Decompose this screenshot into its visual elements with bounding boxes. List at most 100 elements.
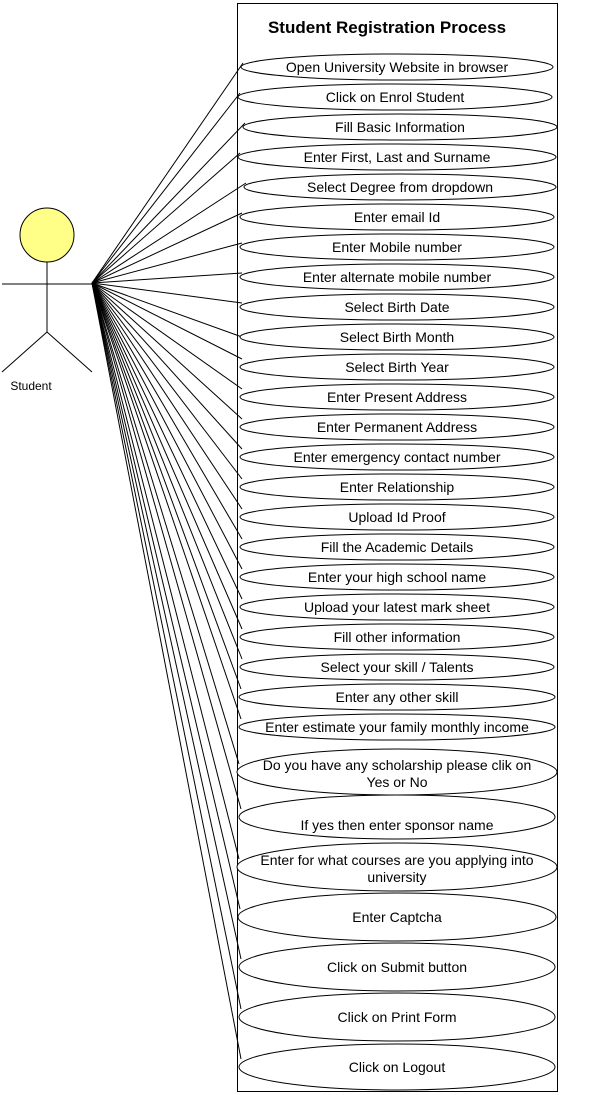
use-case-ellipse: [237, 892, 557, 942]
use-case-label: Do you have any scholarship please clik …: [263, 757, 532, 773]
use-case-label: Enter your high school name: [308, 569, 486, 585]
use-case-ellipse: [239, 323, 555, 351]
use-case-ellipse: [240, 53, 554, 81]
use-case-label: Select Birth Date: [344, 299, 449, 315]
use-case-label: Enter Captcha: [352, 909, 442, 925]
use-case-ellipse: [238, 683, 556, 711]
use-case: Upload Id Proof: [239, 503, 555, 531]
association-lines: [91, 62, 247, 1060]
association-line: [91, 282, 243, 540]
use-case: Click on Print Form: [238, 992, 556, 1042]
association-line: [91, 282, 242, 810]
association-line: [91, 282, 242, 690]
use-case: Enter any other skill: [238, 683, 556, 711]
use-case-label: Enter alternate mobile number: [303, 269, 492, 285]
use-case-label: Select Degree from dropdown: [307, 179, 493, 195]
use-case: Select Birth Date: [239, 293, 555, 321]
use-case-label: Enter Relationship: [340, 479, 455, 495]
use-case: Enter Present Address: [239, 383, 555, 411]
use-case-ellipse: [238, 713, 556, 741]
use-case-ellipse: [239, 473, 555, 501]
use-case-label: Click on Print Form: [337, 1009, 456, 1025]
use-case-ellipse: [239, 533, 555, 561]
use-case-ellipse: [239, 233, 555, 261]
use-case-label: Upload Id Proof: [348, 509, 445, 525]
use-case: Select Degree from dropdown: [243, 173, 557, 201]
use-cases: Open University Website in browserClick …: [236, 53, 558, 1091]
use-case-label: Fill Basic Information: [335, 119, 465, 135]
actor-label: Student: [10, 379, 52, 393]
use-case-ellipse: [238, 794, 556, 840]
use-case: Do you have any scholarship please clik …: [236, 748, 558, 796]
use-case-ellipse: [239, 383, 555, 411]
association-line: [91, 212, 243, 284]
use-case: Enter alternate mobile number: [239, 263, 555, 291]
use-case-ellipse: [239, 503, 555, 531]
association-line: [91, 242, 243, 284]
use-case: Enter for what courses are you applying …: [236, 842, 558, 892]
use-case-label: Enter for what courses are you applying …: [260, 852, 533, 868]
association-line: [91, 62, 244, 284]
association-line: [91, 272, 243, 284]
use-case: If yes then enter sponsor name: [238, 794, 556, 840]
use-case-label: Click on Logout: [349, 1059, 446, 1075]
use-case-label: Enter Present Address: [327, 389, 467, 405]
use-case: Click on Submit button: [238, 942, 556, 992]
association-line: [91, 282, 242, 720]
use-case-label: Enter First, Last and Surname: [304, 149, 491, 165]
use-case: Select your skill / Talents: [239, 653, 555, 681]
use-case: Enter Permanent Address: [239, 413, 555, 441]
use-case-ellipse: [242, 113, 558, 141]
use-case: Fill other information: [239, 623, 555, 651]
actor-left-leg: [1, 331, 48, 373]
use-case: Enter emergency contact number: [239, 443, 555, 471]
use-case: Fill the Academic Details: [239, 533, 555, 561]
association-line: [91, 282, 240, 765]
actor-student: Student: [1, 207, 93, 393]
actor-head: [19, 207, 75, 263]
use-case: Click on Logout: [238, 1043, 556, 1091]
use-case: Open University Website in browser: [240, 53, 554, 81]
use-case-label: Enter estimate your family monthly incom…: [265, 719, 529, 735]
use-case-label: Enter emergency contact number: [294, 449, 501, 465]
association-line: [91, 282, 243, 600]
use-case-label: Enter Mobile number: [332, 239, 462, 255]
association-line: [91, 282, 243, 480]
use-case-ellipse: [239, 653, 555, 681]
use-case-ellipse: [237, 143, 557, 171]
use-case: Enter estimate your family monthly incom…: [238, 713, 556, 741]
use-case-label: Select your skill / Talents: [320, 659, 473, 675]
use-case-ellipse: [239, 293, 555, 321]
use-case-label: Enter Permanent Address: [317, 419, 477, 435]
use-case-label: university: [367, 869, 426, 885]
use-case-ellipse: [239, 593, 555, 621]
diagram-title: Student Registration Process: [268, 18, 506, 37]
use-case: Upload your latest mark sheet: [239, 593, 555, 621]
use-case-label: Click on Enrol Student: [326, 89, 465, 105]
use-case-label: If yes then enter sponsor name: [301, 817, 494, 833]
use-case-label: Select Birth Year: [345, 359, 449, 375]
association-line: [91, 282, 243, 630]
actor-right-leg: [46, 331, 93, 373]
use-case-label: Enter any other skill: [336, 689, 459, 705]
use-case-ellipse: [239, 413, 555, 441]
association-line: [91, 152, 241, 284]
use-case-ellipse: [238, 1043, 556, 1091]
association-line: [91, 282, 243, 338]
association-line: [91, 282, 242, 1060]
use-case-label: Yes or No: [367, 774, 428, 790]
association-line: [91, 282, 241, 910]
use-case-label: Upload your latest mark sheet: [304, 599, 490, 615]
use-case: Select Birth Year: [239, 353, 555, 381]
use-case-label: Open University Website in browser: [286, 59, 509, 75]
association-line: [91, 282, 243, 420]
use-case-label: Select Birth Month: [340, 329, 454, 345]
association-line: [91, 92, 241, 284]
use-case-ellipse: [239, 353, 555, 381]
use-case: Enter email Id: [239, 203, 555, 231]
use-case-ellipse: [238, 992, 556, 1042]
use-case-ellipse: [237, 83, 553, 111]
use-case: Enter Mobile number: [239, 233, 555, 261]
use-case: Enter your high school name: [239, 563, 555, 591]
